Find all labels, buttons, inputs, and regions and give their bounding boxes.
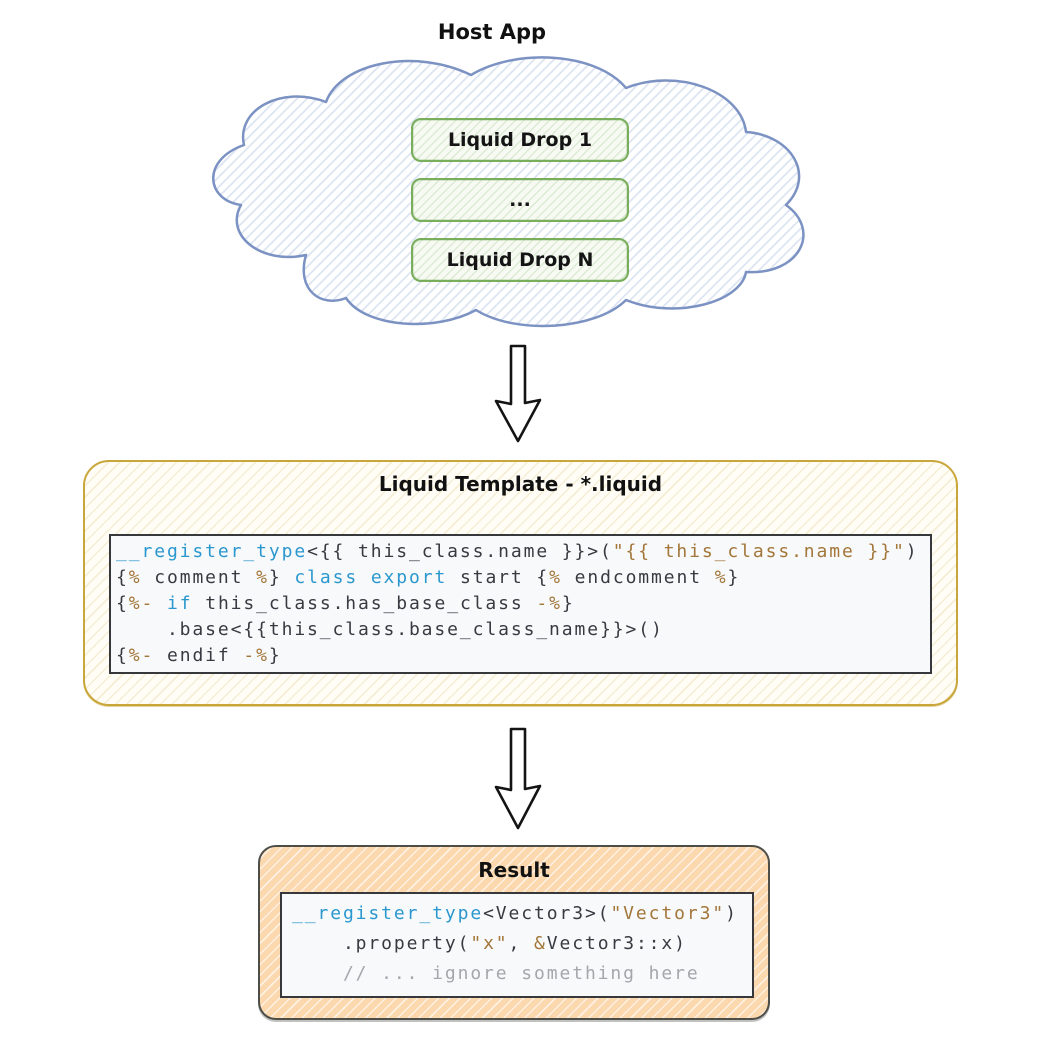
liquid-template-box: Liquid Template - *.liquid __register_ty… (83, 460, 958, 706)
host-app-title: Host App (437, 20, 547, 44)
liquid-drop-list: Liquid Drop 1 ... Liquid Drop N (411, 118, 629, 282)
liquid-template-code: __register_type<{{ this_class.name }}>("… (109, 534, 932, 674)
flow-arrow-down-2 (494, 727, 542, 830)
liquid-drop-n-label: Liquid Drop N (446, 249, 594, 271)
liquid-drop-n: Liquid Drop N (411, 238, 629, 282)
code-line: // ... ignore something here (292, 963, 700, 984)
liquid-drop-1: Liquid Drop 1 (411, 118, 629, 162)
code-line: __register_type<{{ this_class.name }}>("… (116, 541, 919, 562)
code-line: .base<{{this_class.base_class_name}}>() (116, 619, 664, 640)
code-line: {% comment %} class export start {% endc… (116, 567, 741, 588)
liquid-template-title: Liquid Template - *.liquid (378, 472, 663, 496)
result-code: __register_type<Vector3>("Vector3") .pro… (280, 892, 754, 998)
result-title: Result (478, 858, 550, 882)
liquid-drop-1-label: Liquid Drop 1 (447, 129, 593, 151)
code-line: __register_type<Vector3>("Vector3") (292, 903, 738, 924)
code-line: {%- if this_class.has_base_class -%} (116, 593, 575, 614)
result-box: Result __register_type<Vector3>("Vector3… (258, 845, 770, 1020)
flow-arrow-down-1 (494, 344, 542, 443)
code-line: .property("x", &Vector3::x) (292, 933, 687, 954)
liquid-drop-ellipsis: ... (411, 178, 629, 222)
code-line: {%- endif -%} (116, 645, 282, 666)
liquid-drop-ellipsis-label: ... (509, 189, 531, 211)
